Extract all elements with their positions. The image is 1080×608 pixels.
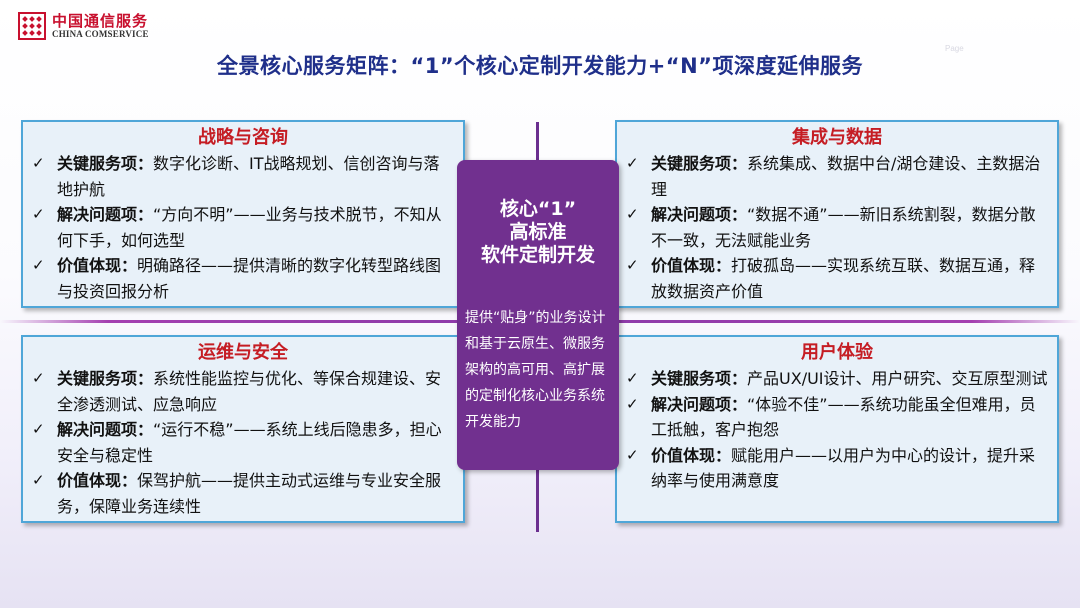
item-text: 打破孤岛——实现系统互联、数据互通，释放数据资产价值 (651, 256, 1036, 301)
list-item: ✓ 价值体现：明确路径——提供清晰的数字化转型路线图与投资回报分析 (31, 253, 455, 304)
item-text: 产品UX/UI设计、用户研究、交互原型测试 (747, 369, 1048, 388)
item-label: 关键服务项： (651, 369, 748, 388)
item-text: “数据不通”——新旧系统割裂，数据分散不一致，无法赋能业务 (651, 205, 1036, 250)
card-title: 战略与咨询 (198, 127, 288, 148)
item-text: “方向不明”——业务与技术脱节，不知从何下手，如何选型 (57, 205, 442, 250)
list-item: ✓ 关键服务项：数字化诊断、IT战略规划、信创咨询与落地护航 (31, 151, 455, 202)
item-text: 系统性能监控与优化、等保合规建设、安全渗透测试、应急响应 (57, 369, 442, 414)
item-label: 价值体现： (57, 471, 138, 490)
list-item: ✓ 关键服务项：产品UX/UI设计、用户研究、交互原型测试 (625, 366, 1049, 392)
card-user-experience: 用户体验 ✓ 关键服务项：产品UX/UI设计、用户研究、交互原型测试 ✓ 解决问… (615, 335, 1059, 523)
item-label: 关键服务项： (57, 154, 154, 173)
list-item: ✓ 解决问题项：“运行不稳”——系统上线后隐患多，担心安全与稳定性 (31, 417, 455, 468)
item-label: 解决问题项： (651, 394, 748, 414)
checkmark-icon: ✓ (626, 154, 639, 172)
core-heading-line: 核心“1” (499, 198, 577, 220)
item-label: 价值体现： (651, 445, 732, 465)
item-label: 解决问题项： (57, 205, 154, 224)
card-title: 集成与数据 (792, 127, 882, 148)
item-text: “体验不佳”——系统功能虽全但难用，员工抵触，客户抱怨 (651, 394, 1036, 440)
checkmark-icon: ✓ (32, 205, 45, 223)
item-text: 明确路径——提供清晰的数字化转型路线图与投资回报分析 (57, 256, 442, 301)
list-item: ✓ 价值体现：赋能用户——以用户为中心的设计，提升采纳率与使用满意度 (625, 443, 1049, 494)
checkmark-icon: ✓ (32, 471, 45, 489)
company-logo: 中国通信服务 CHINA COMSERVICE (18, 12, 149, 40)
item-label: 解决问题项： (651, 205, 748, 224)
item-label: 关键服务项： (651, 154, 748, 173)
card-integration-data: 集成与数据 ✓ 关键服务项：系统集成、数据中台/湖仓建设、主数据治理 ✓ 解决问… (615, 120, 1059, 308)
core-capability-box: 核心“1” 高标准 软件定制开发 提供“贴身”的业务设计和基于云原生、微服务架构… (457, 160, 619, 470)
list-item: ✓ 关键服务项：系统性能监控与优化、等保合规建设、安全渗透测试、应急响应 (31, 366, 455, 417)
china-comservice-logo-icon (18, 12, 46, 40)
card-title: 运维与安全 (198, 342, 288, 363)
card-strategy-consulting: 战略与咨询 ✓ 关键服务项：数字化诊断、IT战略规划、信创咨询与落地护航 ✓ 解… (21, 120, 465, 308)
checkmark-icon: ✓ (626, 445, 639, 464)
list-item: ✓ 价值体现：保驾护航——提供主动式运维与专业安全服务，保障业务连续性 (31, 468, 455, 519)
card-title: 用户体验 (801, 342, 873, 363)
item-label: 解决问题项： (57, 420, 154, 439)
checkmark-icon: ✓ (32, 369, 45, 387)
core-heading: 核心“1” 高标准 软件定制开发 (457, 160, 619, 267)
list-item: ✓ 价值体现：打破孤岛——实现系统互联、数据互通，释放数据资产价值 (625, 253, 1049, 304)
list-item: ✓ 解决问题项：“数据不通”——新旧系统割裂，数据分散不一致，无法赋能业务 (625, 202, 1049, 253)
checkmark-icon: ✓ (626, 369, 639, 387)
core-heading-line: 软件定制开发 (480, 244, 595, 266)
checkmark-icon: ✓ (626, 394, 639, 413)
page-number: Page (945, 44, 964, 53)
item-label: 关键服务项： (57, 369, 154, 388)
item-text: 数字化诊断、IT战略规划、信创咨询与落地护航 (57, 154, 440, 199)
list-item: ✓ 解决问题项：“方向不明”——业务与技术脱节，不知从何下手，如何选型 (31, 202, 455, 253)
item-text: “运行不稳”——系统上线后隐患多，担心安全与稳定性 (57, 420, 442, 465)
core-heading-line: 高标准 (509, 221, 567, 243)
item-label: 价值体现： (57, 256, 138, 275)
core-description: 提供“贴身”的业务设计和基于云原生、微服务架构的高可用、高扩展的定制化核心业务系… (465, 310, 606, 430)
item-label: 价值体现： (651, 256, 732, 275)
item-text: 赋能用户——以用户为中心的设计，提升采纳率与使用满意度 (651, 445, 1036, 491)
checkmark-icon: ✓ (626, 205, 639, 223)
card-operations-security: 运维与安全 ✓ 关键服务项：系统性能监控与优化、等保合规建设、安全渗透测试、应急… (21, 335, 465, 523)
item-text: 系统集成、数据中台/湖仓建设、主数据治理 (651, 154, 1041, 199)
checkmark-icon: ✓ (32, 256, 45, 274)
item-text: 保驾护航——提供主动式运维与专业安全服务，保障业务连续性 (57, 471, 442, 516)
list-item: ✓ 关键服务项：系统集成、数据中台/湖仓建设、主数据治理 (625, 151, 1049, 202)
list-item: ✓ 解决问题项：“体验不佳”——系统功能虽全但难用，员工抵触，客户抱怨 (625, 392, 1049, 443)
checkmark-icon: ✓ (32, 420, 45, 438)
logo-chinese-text: 中国通信服务 (52, 11, 149, 30)
checkmark-icon: ✓ (32, 154, 45, 172)
logo-english-text: CHINA COMSERVICE (52, 28, 149, 39)
page-title: 全景核心服务矩阵：“1”个核心定制开发能力+“N”项深度延伸服务 (217, 54, 863, 78)
checkmark-icon: ✓ (626, 256, 639, 274)
